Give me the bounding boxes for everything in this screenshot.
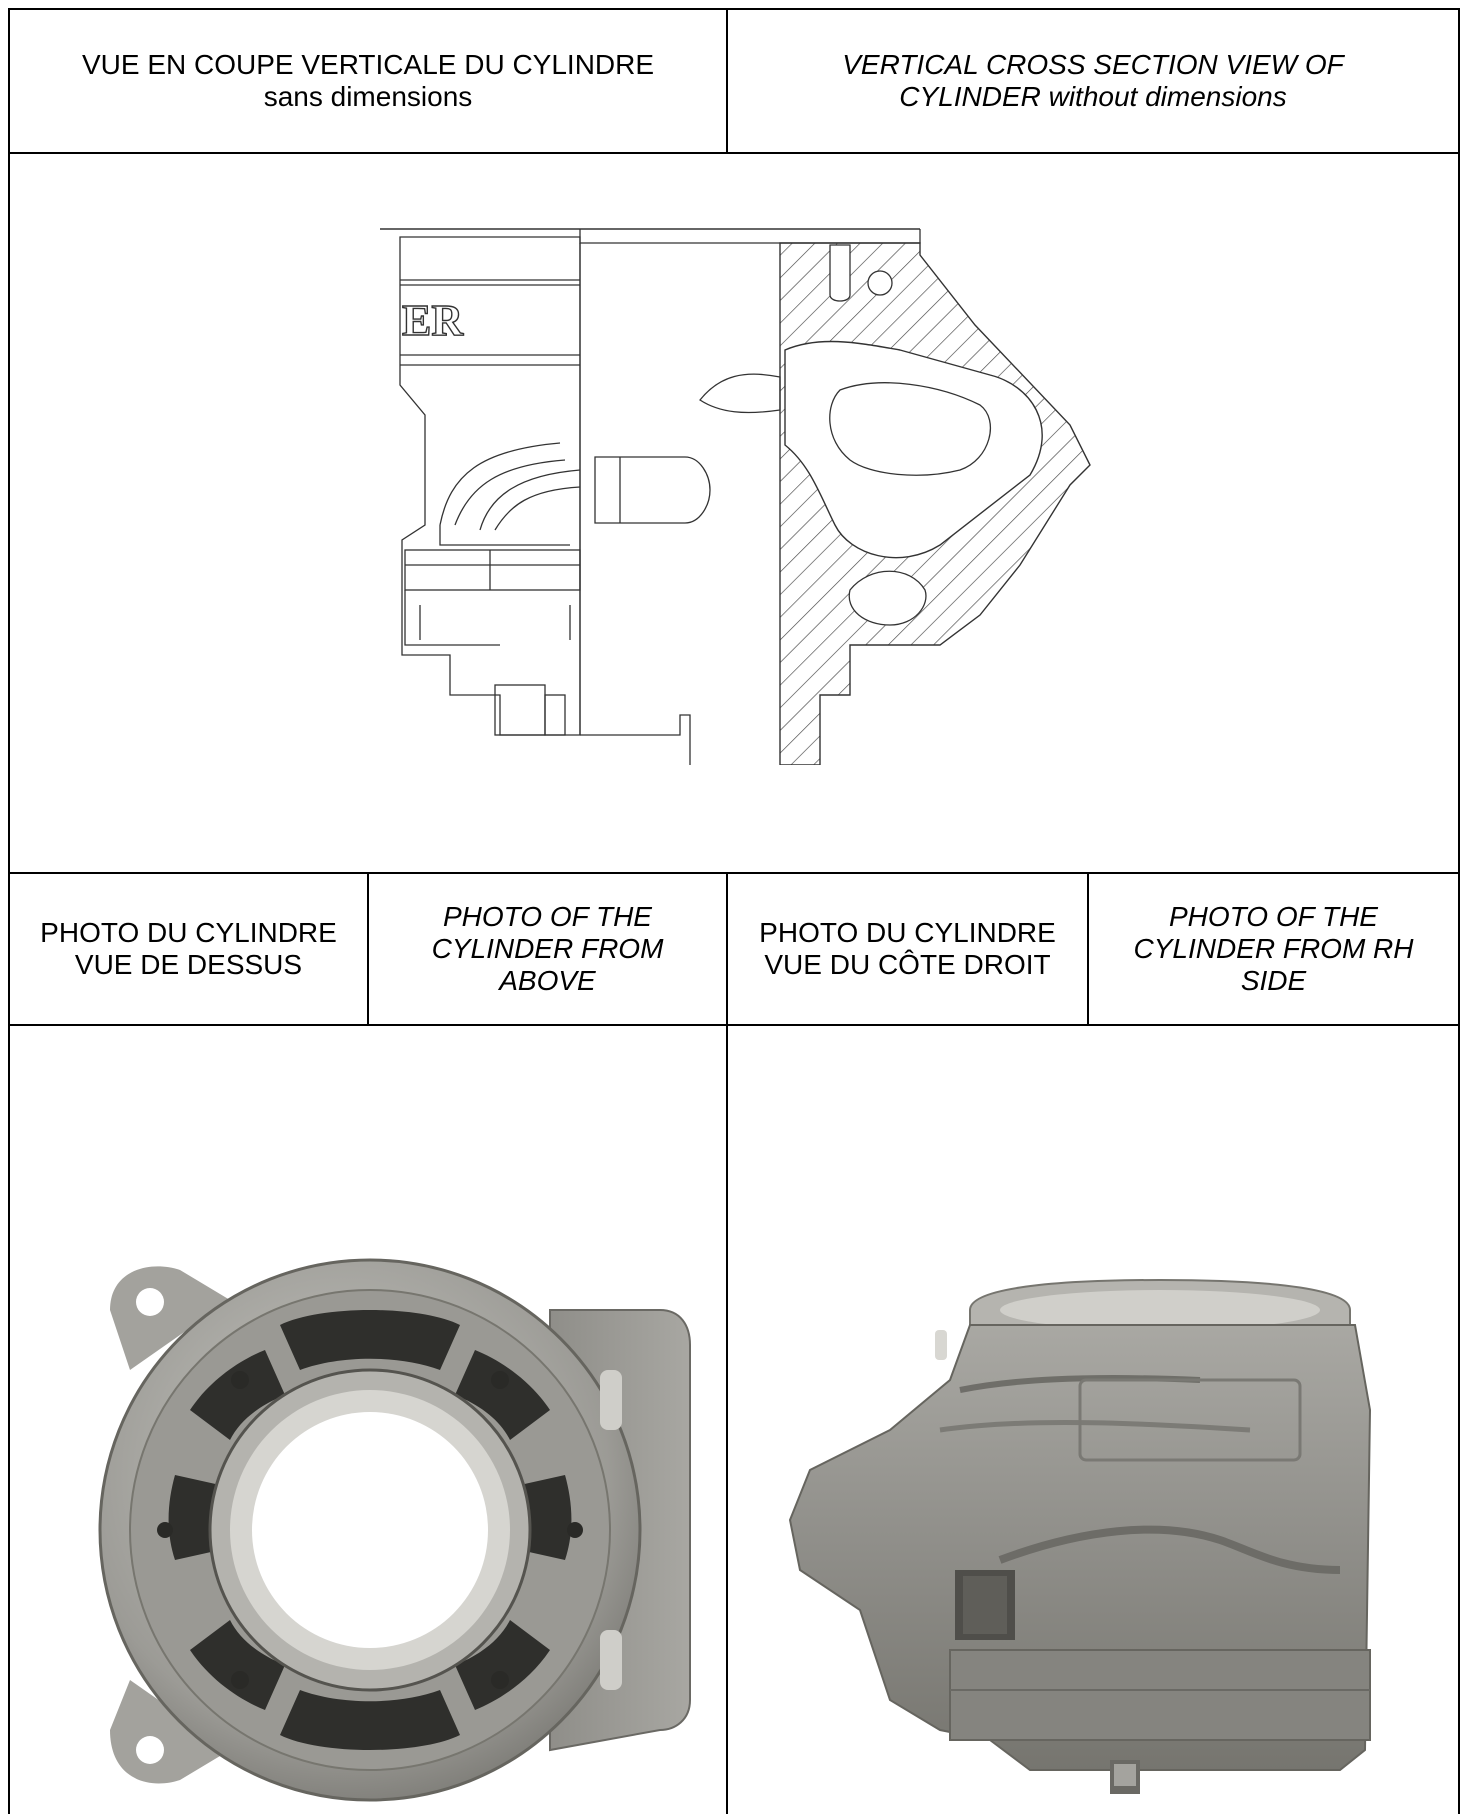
photo-cylinder-from-rh-side [788,1278,1372,1794]
label-above-en-line-3: ABOVE [499,965,596,996]
label-side-en-line-3: SIDE [1240,965,1307,996]
label-side-fr-line-2: VUE DU CÔTE DROIT [764,949,1051,980]
label-above-fr-line-1: PHOTO DU CYLINDRE [40,917,337,948]
drawing-logo-fragment: ER [402,296,464,345]
table-border-right [1458,8,1460,1814]
photo-cylinder-from-above [98,1258,691,1802]
label-above-fr: PHOTO DU CYLINDRE VUE DE DESSUS [10,874,367,1024]
col-divider-right-labels [1087,872,1089,1026]
label-above-fr-line-2: VUE DE DESSUS [74,949,303,980]
col-divider-center-bottom [726,872,728,1814]
label-side-en-line-2: CYLINDER FROM RH [1133,933,1414,964]
label-above-en-line-1: PHOTO OF THE [442,901,652,932]
cross-section-drawing: ER [380,228,1091,765]
label-above-en: PHOTO OF THE CYLINDER FROM ABOVE [369,874,726,1024]
table-border-top [8,8,1460,10]
label-above-en-line-2: CYLINDER FROM [431,933,664,964]
table-border-left [8,8,10,1814]
label-side-fr-line-1: PHOTO DU CYLINDRE [759,917,1056,948]
header-fr-title: VUE EN COUPE VERTICALE DU CYLINDRE sans … [10,10,726,152]
col-divider-left-labels [367,872,369,1026]
label-side-fr: PHOTO DU CYLINDRE VUE DU CÔTE DROIT [728,874,1087,1024]
header-en-line-2: CYLINDER without dimensions [899,81,1287,112]
label-side-en: PHOTO OF THE CYLINDER FROM RH SIDE [1089,874,1458,1024]
row-divider-2 [8,872,1460,874]
header-en-line-1: VERTICAL CROSS SECTION VIEW OF [842,49,1344,80]
row-divider-1 [8,152,1460,154]
header-fr-line-1: VUE EN COUPE VERTICALE DU CYLINDRE [81,49,655,80]
header-en-title: VERTICAL CROSS SECTION VIEW OF CYLINDER … [728,10,1458,152]
label-side-en-line-1: PHOTO OF THE [1168,901,1378,932]
row-divider-3 [8,1024,1460,1026]
col-divider-center-top [726,8,728,154]
header-fr-line-2: sans dimensions [263,81,473,112]
